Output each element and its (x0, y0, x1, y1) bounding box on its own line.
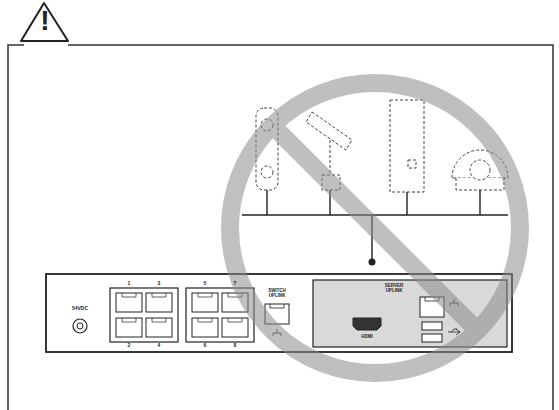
port-number: 8 (231, 343, 239, 348)
port-label: SERVER UPLINK (381, 284, 407, 293)
rj45-port (192, 293, 218, 312)
rj45-port (192, 318, 218, 337)
port-latch (122, 318, 136, 322)
drop-lines (267, 190, 480, 215)
port-number: 3 (155, 281, 163, 286)
rj45-ports (116, 293, 248, 337)
port-latch (152, 293, 166, 297)
warning-triangle (21, 3, 68, 41)
rj45-port (116, 318, 142, 337)
port-latch (270, 304, 284, 308)
rj45-port (146, 293, 172, 312)
port-number: 2 (125, 343, 133, 348)
connection-dot (369, 259, 376, 266)
power-label: 54VDC (68, 306, 92, 311)
port-latch (198, 293, 212, 297)
port-latch (152, 318, 166, 322)
rj45-port (146, 318, 172, 337)
box-device (390, 100, 424, 192)
usb-port (422, 334, 442, 342)
port-label: SWITCH UPLINK (264, 289, 290, 298)
warning-mark: ! (35, 6, 55, 35)
port-latch (198, 318, 212, 322)
poe-port-block (110, 288, 178, 342)
usb-icon (448, 329, 460, 335)
box-window (408, 160, 416, 168)
frame (8, 45, 553, 410)
port-number: 5 (201, 281, 209, 286)
prohibition-sign (230, 83, 520, 373)
power-jack (73, 319, 87, 333)
prohibition-ring (230, 83, 520, 373)
prohibition-slash (273, 126, 477, 330)
port-number: 1 (125, 281, 133, 286)
usb-port (422, 322, 442, 330)
port-label: HDMI (358, 335, 376, 340)
rj45-port (116, 293, 142, 312)
port-latch (228, 318, 242, 322)
port-number: 7 (231, 281, 239, 286)
port-number: 6 (201, 343, 209, 348)
port-latch (122, 293, 136, 297)
rj45-port (222, 318, 248, 337)
power-jack-core (77, 323, 83, 329)
hdmi-port (353, 318, 381, 330)
port-number: 4 (155, 343, 163, 348)
doorbell-button (261, 166, 273, 178)
dome-lens (470, 160, 490, 180)
bullet-camera (306, 112, 352, 150)
